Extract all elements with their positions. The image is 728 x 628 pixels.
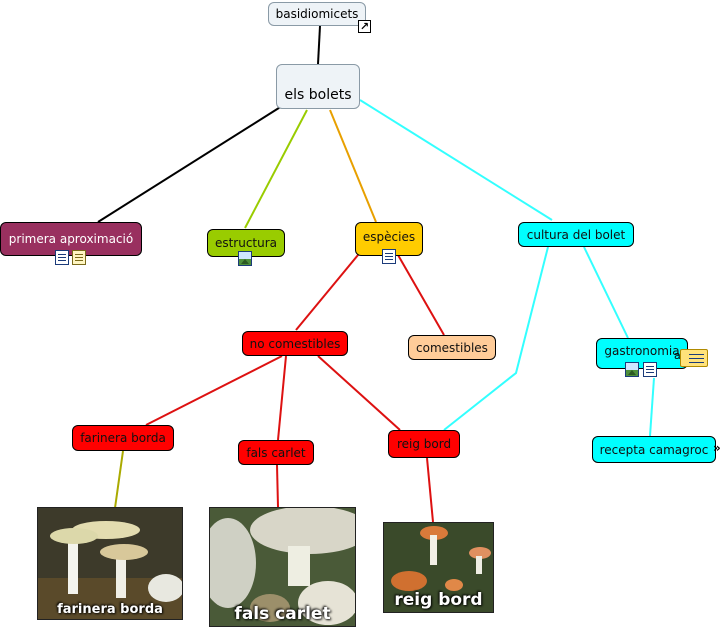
concept-label: fals carlet [246,445,306,460]
concept-label: recepta camagroc [599,442,709,457]
concept-label: els bolets [284,87,352,103]
link-especies-comestibles [397,254,445,336]
image-icon[interactable] [238,251,252,266]
expand-chevron-icon[interactable]: » [713,441,721,455]
concept-comestibles[interactable]: comestibles [408,335,496,360]
concept-label: gastronomia [604,344,680,358]
image-icon[interactable] [625,362,639,377]
link-farinera-image [114,450,124,509]
link-nocomestibles-farinera [145,355,283,426]
image-farinera-borda[interactable]: farinera borda [37,507,183,620]
concept-label: primera aproximació [8,232,134,246]
link-root-primera [97,105,283,223]
link-nocomestibles-falscarlet [277,355,287,441]
concept-basidiomicets[interactable]: basidiomicets [268,2,366,26]
external-link-icon[interactable]: ↗ [358,20,371,33]
concept-label: basidiomicets [275,7,359,21]
link-root-cultura [359,99,553,221]
mushroom-photo [210,508,355,626]
concept-els-bolets[interactable]: els bolets [276,64,360,109]
concept-cultura-del-bolet[interactable]: cultura del bolet [518,222,634,247]
link-nocomestibles-reigbord [317,355,401,431]
image-caption: reig bord [394,590,483,610]
concept-fals-carlet[interactable]: fals carlet [238,440,314,465]
concept-primera-aproximacio[interactable]: primera aproximació [0,222,142,256]
image-caption: fals carlet [234,604,331,624]
concept-gastronomia[interactable]: gastronomia [596,338,688,369]
link-root-basidiomicets [317,25,321,65]
concept-label: cultura del bolet [526,227,626,242]
link-cultura-reigbord [443,246,549,431]
link-cultura-gastronomia [583,246,629,339]
mushroom-photo [38,508,182,619]
concept-recepta-camagroc[interactable]: recepta camagroc [592,436,716,463]
concept-label: reig bord [396,437,452,451]
image-caption: farinera borda [57,602,163,617]
annotation-glyph: a [674,349,681,362]
concept-label: farinera borda [80,431,166,445]
document-icon[interactable] [55,250,69,265]
link-root-especies [329,109,377,223]
concept-label: estructura [214,236,278,250]
concept-label: comestibles [416,340,488,355]
notes-icon[interactable] [72,250,86,265]
link-especies-nocomestibles [295,254,359,331]
annotation-note-icon[interactable]: a [674,349,708,367]
link-gastronomia-recepta [649,377,655,437]
link-reigbord-image [426,457,434,523]
document-icon[interactable] [382,249,396,264]
concept-reig-bord[interactable]: reig bord [388,430,460,458]
concept-estructura[interactable]: estructura [207,229,285,257]
image-fals-carlet[interactable]: fals carlet [209,507,356,627]
link-falscarlet-image [276,464,279,508]
concept-farinera-borda[interactable]: farinera borda [72,425,174,451]
mushroom-photo [384,523,493,612]
concept-especies[interactable]: espècies [355,222,423,256]
document-icon[interactable] [643,362,657,377]
concept-label: espècies [362,230,416,244]
image-reig-bord[interactable]: reig bord [383,522,494,613]
concept-label: no comestibles [249,336,341,351]
concept-no-comestibles[interactable]: no comestibles [242,331,348,356]
link-root-estructura [244,109,308,229]
